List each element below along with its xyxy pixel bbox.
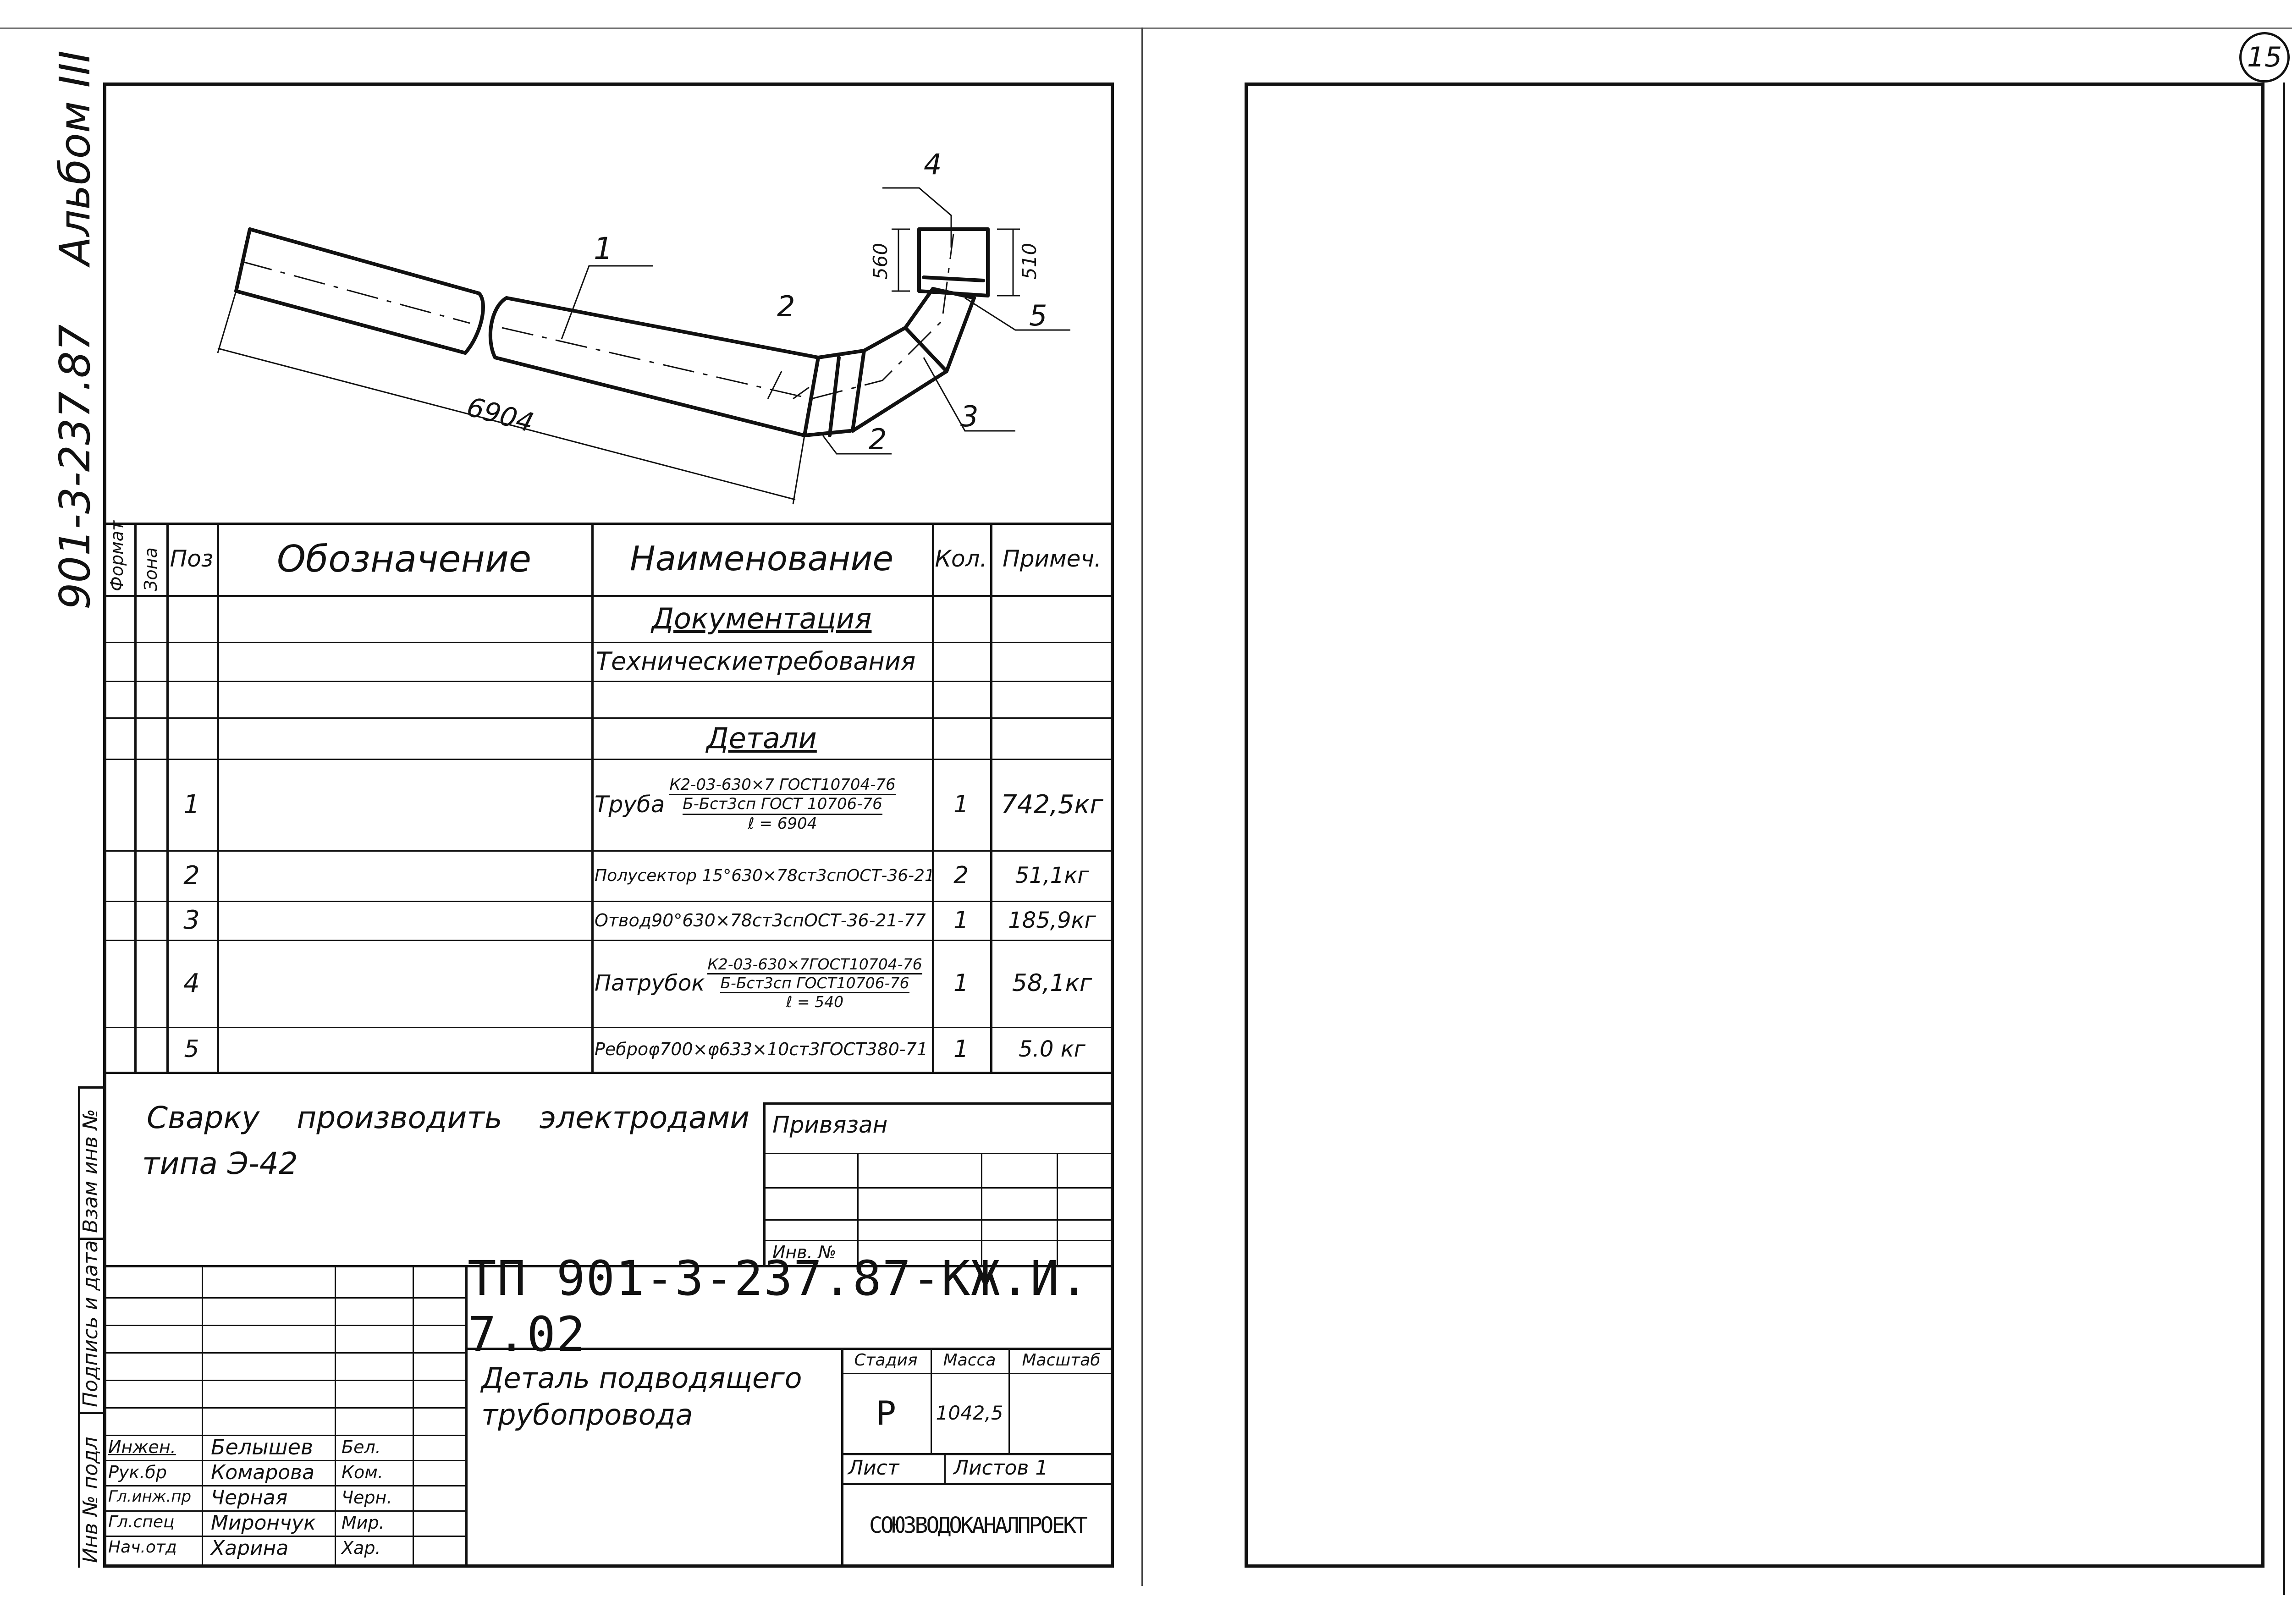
person2-sign: Ком.: [342, 1462, 383, 1482]
mass-value: 1042,5: [936, 1402, 1003, 1424]
row4-note: 58,1кг: [1012, 969, 1092, 997]
header-note: Примеч.: [1003, 545, 1102, 572]
dim-6904: 6904: [463, 391, 537, 439]
callout-4: 4: [924, 148, 942, 181]
person5-name: Харина: [211, 1536, 289, 1560]
spec-table: Формат Зона Поз Обозначение Наименование…: [103, 520, 1114, 1082]
title-line-2: трубопровода: [481, 1398, 693, 1431]
callout-2a: 2: [777, 290, 795, 323]
mass-label: Масса: [943, 1351, 996, 1370]
stage-value: Р: [876, 1393, 896, 1432]
title-block: Инжен. Белышев Бел. Рук.бр Комарова Ком.…: [105, 1250, 1114, 1568]
section-parts: Детали: [706, 721, 817, 755]
person2-name: Комарова: [211, 1461, 315, 1484]
row1-line1: К2-03-630×7 ГОСТ10704-76: [669, 776, 896, 796]
row1-line2: Б-Бст3сп ГОСТ 10706-76: [683, 795, 882, 815]
row4-qty: 1: [953, 969, 969, 997]
person3-role: Гл.инж.пр: [108, 1487, 192, 1506]
dim-560: 560: [869, 243, 892, 280]
row2-pos: 2: [183, 860, 200, 891]
row1-pos: 1: [183, 789, 200, 820]
row4-line1: К2-03-630×7ГОСТ10704-76: [707, 956, 922, 975]
row2-qty: 2: [953, 862, 969, 889]
row4-pos: 4: [183, 968, 200, 998]
row5-pos: 5: [184, 1035, 199, 1063]
row1-name: Труба К2-03-630×7 ГОСТ10704-76 Б-Бст3сп …: [595, 759, 929, 850]
row4-name: Патрубок К2-03-630×7ГОСТ10704-76 Б-Бст3с…: [595, 940, 929, 1027]
person2-role: Рук.бр: [108, 1462, 167, 1482]
person1-role: Инжен.: [108, 1437, 176, 1457]
callout-5: 5: [1029, 299, 1047, 332]
header-zone: Зона: [141, 547, 161, 591]
person3-name: Черная: [211, 1486, 288, 1509]
row1-qty: 1: [953, 791, 969, 818]
document-code: ТП 901-3-237.87-КЖ.И. 7.02: [468, 1250, 1090, 1362]
callout-3: 3: [960, 400, 978, 433]
person4-name: Мирончук: [211, 1511, 316, 1535]
page-number: 15: [2247, 41, 2282, 73]
person3-sign: Черн.: [342, 1487, 392, 1508]
row4-line2: Б-Бст3сп ГОСТ10706-76: [720, 974, 909, 993]
privyazan-label: Привязан: [772, 1112, 888, 1138]
row4-prefix: Патрубок: [595, 970, 705, 996]
row3-qty: 1: [953, 906, 969, 934]
header-format: Формат: [107, 520, 127, 591]
header-pos: Поз: [170, 545, 214, 572]
scale-label: Масштаб: [1022, 1351, 1101, 1370]
row4-line3: ℓ = 540: [786, 992, 844, 1011]
stage-label: Стадия: [854, 1351, 918, 1370]
organization: СОЮЗВОДОКАНАЛПРОЕКТ: [869, 1512, 1088, 1538]
note-line-2: типа Э-42: [142, 1146, 298, 1181]
header-designation: Обозначение: [276, 537, 532, 580]
margin-label-inv: Инв № подл: [79, 1437, 102, 1563]
note-line-1: Сварку производить электродами: [147, 1100, 750, 1135]
row5-qty: 1: [953, 1035, 969, 1063]
callout-2b: 2: [869, 423, 887, 456]
row5-note: 5.0 кг: [1019, 1036, 1085, 1062]
row1-note: 742,5кг: [1001, 789, 1103, 820]
row3-pos: 3: [183, 905, 200, 935]
person1-name: Белышев: [211, 1435, 314, 1459]
inv-no-label: Инв. №: [772, 1242, 837, 1262]
person4-sign: Мир.: [342, 1513, 385, 1533]
left-sheet-frame: [103, 83, 1114, 1568]
row3-note: 185,9кг: [1008, 907, 1096, 933]
row3-name: Отвод90°630×78ст3спОСТ-36-21-77: [595, 910, 926, 930]
pipe-drawing: 6904 1 2 2 3 4 5 560 510: [217, 148, 1070, 505]
row2-note: 51,1кг: [1015, 863, 1089, 888]
privyazan-block: Привязан Инв. №: [763, 1102, 1114, 1265]
margin-top-line: [78, 1086, 105, 1089]
title-line-1: Деталь подводящего: [481, 1361, 802, 1395]
right-sheet-frame: [1245, 83, 2264, 1568]
header-name: Наименование: [629, 539, 894, 578]
row1-line3: ℓ = 6904: [748, 814, 817, 833]
page-number-circle: 15: [2239, 32, 2290, 83]
margin-label-podpis: Подпись и дата: [79, 1240, 102, 1407]
dim-510: 510: [1018, 243, 1041, 280]
right-edge-line: [2283, 83, 2285, 1595]
person5-role: Нач.отд: [108, 1538, 177, 1557]
person1-sign: Бел.: [342, 1437, 381, 1457]
row2-name: Полусектор 15°630×78ст3спОСТ-36-21-77: [595, 866, 931, 885]
margin-sep-2: [78, 1412, 105, 1414]
center-divider: [1141, 28, 1143, 1586]
margin-label-vzam: Взам инв №: [79, 1109, 102, 1233]
margin-strip-line: [78, 1086, 80, 1568]
sheet-label: Лист: [848, 1456, 899, 1480]
top-edge-line: [0, 28, 2292, 29]
section-documentation: Документация: [651, 601, 872, 635]
row1-prefix: Труба: [595, 791, 665, 818]
side-label-code: 901-3-237.87: [50, 324, 99, 610]
person4-role: Гл.спец: [108, 1513, 175, 1531]
callout-1: 1: [594, 231, 613, 266]
person5-sign: Хар.: [342, 1538, 381, 1558]
row5-name: Реброφ700×φ633×10ст3ГОСТ380-71: [595, 1039, 928, 1059]
sheets-label: Листов 1: [953, 1456, 1048, 1480]
side-label-album: Альбом III: [50, 50, 99, 266]
tech-requirements: Техническиетребования: [596, 647, 916, 676]
header-qty: Кол.: [935, 545, 987, 572]
side-label: 901-3-237.87 Альбом III: [50, 50, 99, 610]
margin-sep-1: [78, 1238, 105, 1240]
